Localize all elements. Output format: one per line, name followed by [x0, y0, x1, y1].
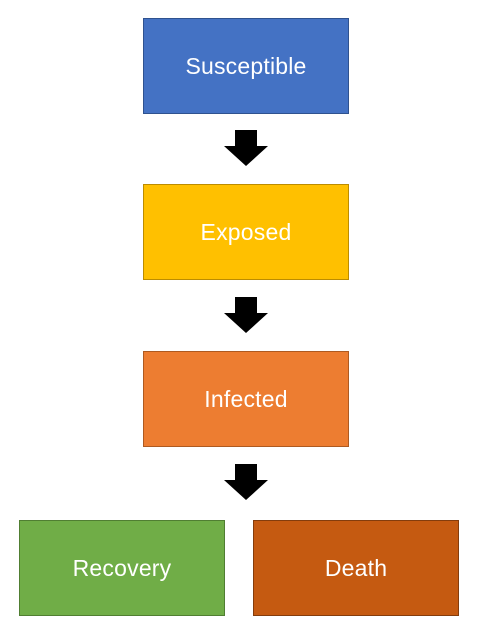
down-arrow-icon	[224, 130, 268, 166]
death-label: Death	[324, 554, 388, 581]
death-node: Death	[253, 520, 459, 616]
arrow-shape	[224, 130, 268, 166]
susceptible-node: Susceptible	[143, 18, 349, 114]
recovery-label: Recovery	[72, 554, 172, 581]
exposed-label: Exposed	[200, 218, 292, 245]
arrow-shape	[224, 297, 268, 333]
susceptible-label: Susceptible	[185, 52, 307, 79]
down-arrow-icon	[224, 464, 268, 500]
arrow-shape	[224, 464, 268, 500]
exposed-node: Exposed	[143, 184, 349, 280]
down-arrow-icon	[224, 297, 268, 333]
recovery-node: Recovery	[19, 520, 225, 616]
infected-label: Infected	[204, 385, 288, 412]
infected-node: Infected	[143, 351, 349, 447]
